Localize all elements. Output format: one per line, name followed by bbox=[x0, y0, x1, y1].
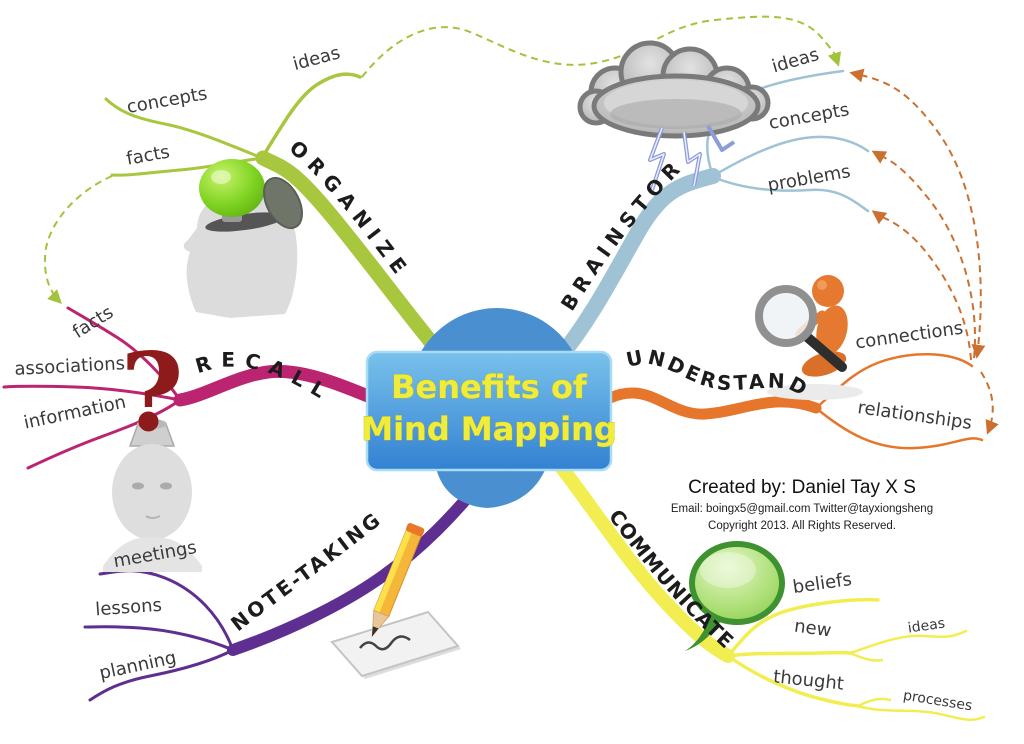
communicate-beliefs-line bbox=[726, 597, 880, 658]
communicate-thought: thought bbox=[772, 666, 845, 694]
recall-branch bbox=[173, 364, 389, 409]
notetaking-lessons-line bbox=[83, 625, 235, 652]
attribution-contact: Email: boingx5@gmail.com Twitter@tayxion… bbox=[671, 503, 933, 515]
center-head-neck bbox=[436, 468, 545, 508]
lightning-icon bbox=[648, 124, 736, 191]
organize-branch bbox=[255, 150, 458, 373]
communicate-ideas: ideas bbox=[907, 616, 946, 637]
cross-links bbox=[44, 15, 999, 435]
svg-text:BRAINSTORM: BRAINSTORM bbox=[0, 0, 689, 315]
front-head bbox=[112, 444, 192, 540]
orange-arrow-to-ideas bbox=[849, 68, 986, 359]
question-mark-icon: ? bbox=[120, 330, 183, 456]
bubble bbox=[689, 541, 785, 625]
attribution: Created by: Daniel Tay X S Email: boingx… bbox=[671, 477, 933, 532]
pencil-notepad-icon bbox=[330, 522, 461, 679]
recall-associations-line bbox=[2, 384, 182, 402]
communicate-beliefs: beliefs bbox=[791, 569, 853, 598]
scribble bbox=[359, 635, 411, 651]
sub-branches bbox=[2, 69, 986, 722]
green-arrow-top bbox=[361, 15, 842, 78]
recall-information-line bbox=[26, 398, 182, 470]
brainstorm-label: BRAINSTORM bbox=[0, 0, 683, 315]
green-arrow-left bbox=[44, 175, 113, 304]
organize-facts: facts bbox=[125, 141, 172, 169]
orange-arrow-to-relationships bbox=[980, 371, 999, 435]
attribution-copyright: Copyright 2013. All Rights Reserved. bbox=[708, 520, 896, 532]
shoulders bbox=[103, 537, 202, 572]
recall-facts-line bbox=[66, 306, 182, 402]
communicate-new-prong bbox=[848, 651, 884, 662]
storm-cloud-icon bbox=[577, 40, 771, 191]
figure-head bbox=[812, 275, 844, 307]
bubble-tail bbox=[685, 612, 722, 651]
brainstorm-branch bbox=[548, 168, 721, 370]
organize-concepts: concepts bbox=[125, 83, 209, 118]
center-title-line1: Benefits of bbox=[391, 368, 588, 406]
magnifier-glass bbox=[755, 285, 817, 347]
magnifier-handle bbox=[801, 331, 847, 372]
communicate-thought-prong bbox=[856, 697, 892, 708]
understand-branch bbox=[604, 387, 822, 420]
organize-ideas: ideas bbox=[291, 42, 343, 75]
lightbulb-head-icon bbox=[183, 159, 303, 318]
main-branches bbox=[173, 150, 822, 663]
skull-opening bbox=[205, 212, 285, 232]
brainstorm-ideas: ideas bbox=[770, 44, 822, 77]
recall-associations: associations bbox=[14, 353, 126, 380]
speech-bubble-icon bbox=[685, 541, 785, 651]
center-title-box bbox=[365, 350, 613, 472]
communicate-new-line bbox=[726, 650, 852, 658]
communicate-new: new bbox=[793, 616, 833, 642]
center-node: Benefits of Mind Mapping bbox=[361, 308, 617, 508]
organize-label: ORGANIZE bbox=[285, 135, 409, 283]
brainstorm-concepts: concepts bbox=[767, 99, 851, 134]
svg-text:ORGANIZE: ORGANIZE bbox=[285, 135, 416, 283]
notepad bbox=[330, 610, 460, 678]
organize-ideas-line bbox=[260, 72, 362, 160]
center-title-line2: Mind Mapping bbox=[361, 410, 617, 448]
magnifier-figure-icon bbox=[755, 275, 863, 400]
notetaking-planning-line bbox=[88, 648, 235, 702]
question-head-icon: ? bbox=[103, 330, 202, 572]
communicate-branch bbox=[555, 461, 735, 663]
understand-relationships-line bbox=[814, 406, 984, 450]
understand-connections: connections bbox=[854, 318, 964, 354]
recall-facts: facts bbox=[69, 302, 117, 343]
notetaking-branch bbox=[227, 464, 496, 656]
understand-relationships: relationships bbox=[856, 397, 973, 434]
notetaking-lessons: lessons bbox=[95, 595, 163, 621]
communicate-ideas-line bbox=[848, 629, 968, 655]
orange-arrow-to-problems bbox=[871, 210, 972, 361]
communicate-thought-line bbox=[726, 654, 860, 708]
communicate-processes-line bbox=[856, 704, 986, 722]
skull-lid bbox=[263, 177, 303, 229]
pencil bbox=[371, 522, 425, 638]
bulb bbox=[199, 159, 265, 217]
attribution-created-by: Created by: Daniel Tay X S bbox=[688, 477, 916, 498]
organize-concepts-line bbox=[104, 97, 264, 160]
recall-information: information bbox=[22, 392, 128, 434]
